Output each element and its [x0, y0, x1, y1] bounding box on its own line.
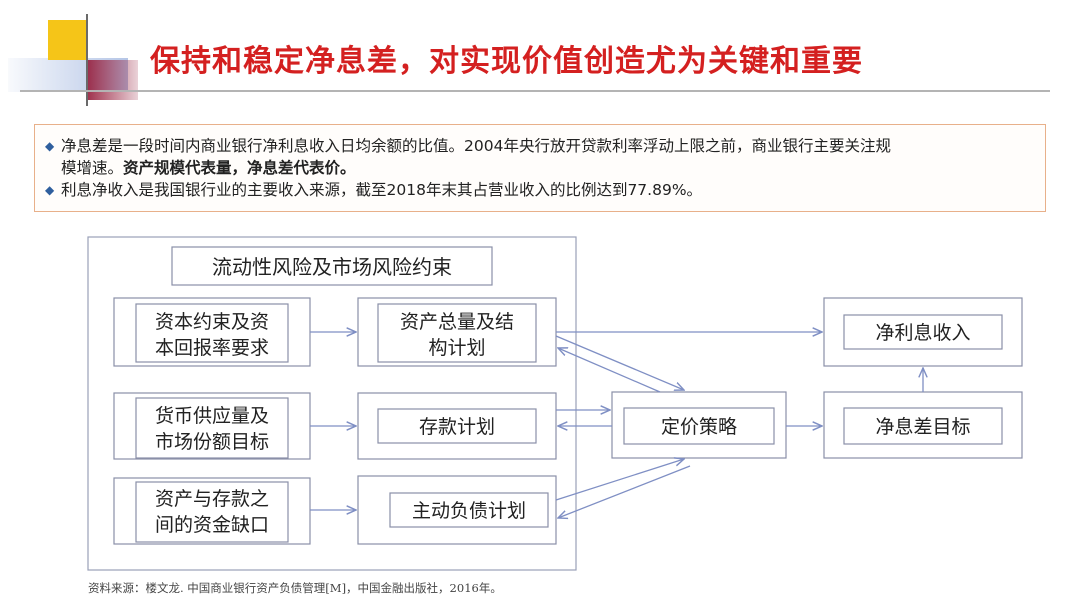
left-node-1-line2: 本回报率要求 [155, 337, 269, 359]
constraint-title: 流动性风险及市场风险约束 [212, 255, 452, 279]
mid-node-1-line1: 资产总量及结 [400, 311, 514, 333]
mid-node-3-label: 主动负债计划 [412, 500, 526, 522]
left-node-2-line2: 市场份额目标 [155, 431, 269, 453]
mid-node-1-line2: 构计划 [428, 337, 485, 359]
pricing-node-label: 定价策略 [661, 416, 737, 438]
nim-target-label: 净息差目标 [875, 416, 970, 438]
mid-node-2-label: 存款计划 [419, 416, 495, 438]
source-note: 资料来源：楼文龙. 中国商业银行资产负债管理[M]，中国金融出版社，2016年。 [88, 580, 502, 596]
left-node-3-line2: 间的资金缺口 [155, 514, 269, 536]
left-node-1-line1: 资本约束及资 [155, 311, 269, 333]
left-node-2-line1: 货币供应量及 [155, 405, 269, 427]
arrow-pricing-to-mid3 [558, 466, 690, 518]
net-interest-income-label: 净利息收入 [875, 322, 970, 344]
left-node-3-line1: 资产与存款之 [155, 488, 269, 510]
